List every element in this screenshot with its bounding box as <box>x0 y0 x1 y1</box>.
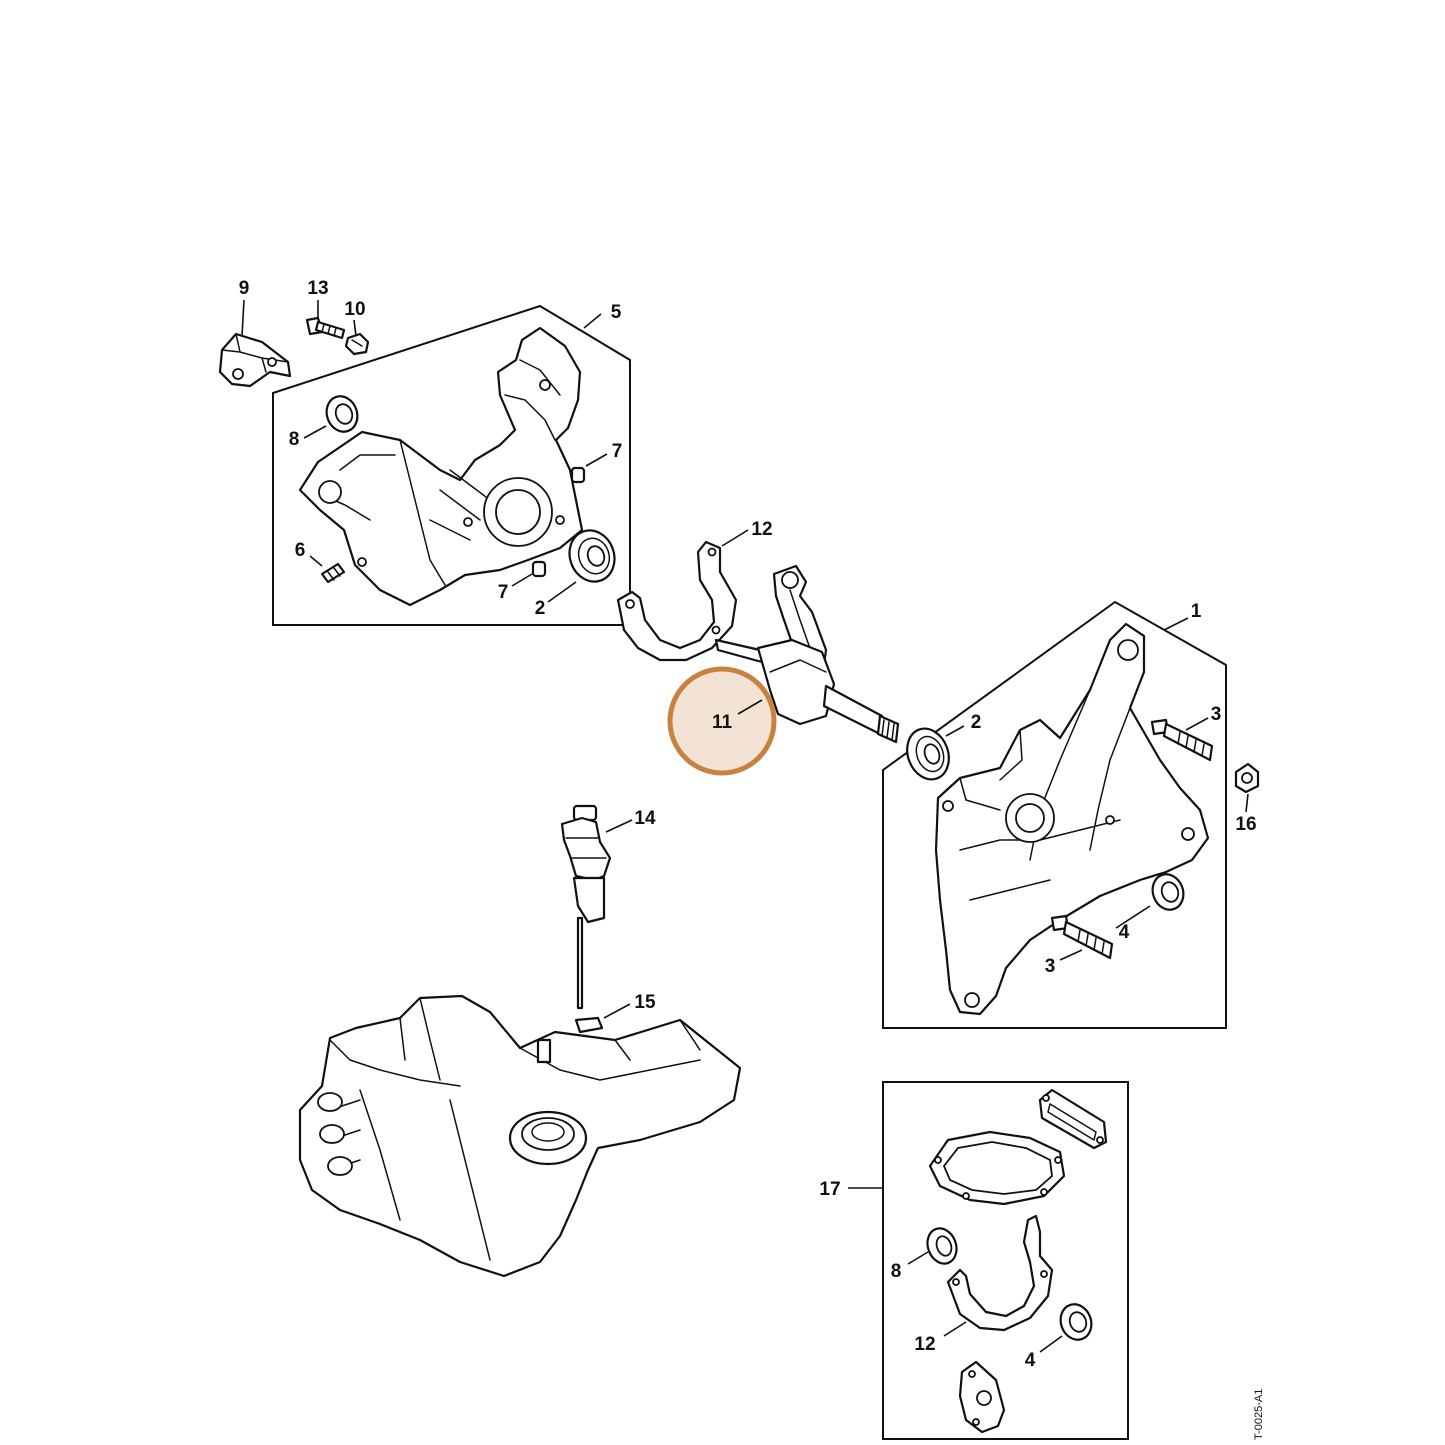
callout-9: 9 <box>239 278 250 299</box>
callout-11: 11 <box>712 712 733 733</box>
part-8-oil-seal[interactable] <box>322 392 363 436</box>
callout-3-upper: 3 <box>1211 704 1222 725</box>
callout-4-set: 4 <box>1025 1350 1036 1371</box>
intake-gasket <box>958 1360 1006 1434</box>
part-5-crankcase-half[interactable] <box>298 326 584 607</box>
cylinder-base-gasket <box>928 1130 1066 1206</box>
part-1-crankcase-half[interactable] <box>934 622 1210 1016</box>
part-12-gasket[interactable] <box>616 540 738 662</box>
part-13-screw[interactable] <box>305 316 346 340</box>
crankcase-half-1-frame <box>882 600 1227 1029</box>
callout-8-top: 8 <box>289 429 300 450</box>
gasket-set-oil-seal-8 <box>926 1227 958 1265</box>
callout-7-upper: 7 <box>612 441 623 462</box>
gasket-set-oil-seal-4 <box>1059 1303 1093 1341</box>
callout-12-middle: 12 <box>751 519 772 540</box>
part-16-hex-nut[interactable] <box>1234 762 1260 794</box>
part-7-dowel-pin-lower[interactable] <box>531 560 547 578</box>
gasket-set-17-frame <box>882 1081 1129 1440</box>
callout-16: 16 <box>1235 814 1256 835</box>
part-15-filter[interactable] <box>574 1016 604 1034</box>
callout-15: 15 <box>634 992 656 1013</box>
callout-5: 5 <box>611 302 622 323</box>
callout-6: 6 <box>295 540 306 561</box>
callout-14: 14 <box>634 808 656 829</box>
crankcase-half-5-frame <box>272 304 631 626</box>
callout-2-upper: 2 <box>535 598 546 619</box>
callout-3-lower: 3 <box>1045 956 1056 977</box>
callout-17: 17 <box>819 1179 840 1200</box>
part-3-stud-upper[interactable] <box>1150 718 1214 762</box>
part-2-ball-bearing-upper[interactable] <box>562 524 621 588</box>
part-17-gasket-set[interactable] <box>923 1088 1108 1434</box>
machine-housing <box>298 994 742 1278</box>
callout-1: 1 <box>1191 601 1202 622</box>
part-11-crankshaft[interactable] <box>714 564 900 744</box>
part-9-bracket[interactable] <box>218 332 292 388</box>
part-7-dowel-pin-upper[interactable] <box>570 466 586 484</box>
part-3-stud-lower[interactable] <box>1050 914 1114 960</box>
leader-lines <box>241 299 1249 1353</box>
callout-10: 10 <box>344 299 365 320</box>
part-4-oil-seal[interactable] <box>1148 870 1189 914</box>
callout-13: 13 <box>307 278 328 299</box>
part-6-screw[interactable] <box>320 562 346 584</box>
callout-8-set: 8 <box>891 1261 902 1282</box>
gasket-set-gasket-12 <box>946 1214 1054 1332</box>
callout-2-lower: 2 <box>971 712 982 733</box>
document-id: T-0025-A1 <box>1253 1389 1265 1440</box>
callout-7-lower: 7 <box>498 582 509 603</box>
callout-4-top: 4 <box>1119 922 1130 943</box>
muffler-gasket <box>1038 1088 1108 1150</box>
highlight-marker-11 <box>667 666 777 776</box>
part-14-pickup-body[interactable] <box>560 804 612 1010</box>
part-10-nut[interactable] <box>344 332 370 356</box>
callout-12-set: 12 <box>914 1334 935 1355</box>
part-2-ball-bearing-lower[interactable] <box>900 723 955 786</box>
